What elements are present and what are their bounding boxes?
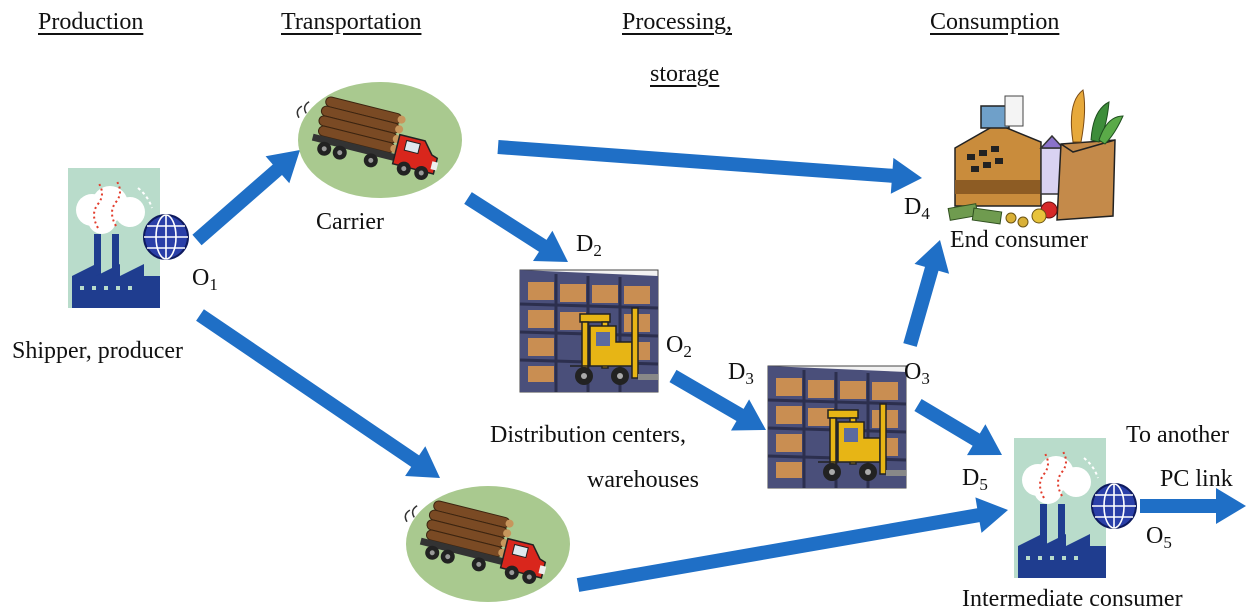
end-consumer-cash-register-icon xyxy=(947,89,1124,228)
node-o3: O3 xyxy=(904,359,930,388)
arrow-producer-to-carrier xyxy=(192,150,300,246)
to-another-label: To another xyxy=(1126,422,1229,448)
header-transportation: Transportation xyxy=(281,9,422,35)
truck-icon xyxy=(395,485,571,603)
arrow-warehouse-to-intermediate xyxy=(914,399,1002,456)
pc-link-label: PC link xyxy=(1160,466,1233,492)
node-d4: D4 xyxy=(904,194,930,223)
arrow-intermediate-to-another-link xyxy=(1140,488,1246,524)
globe-icon xyxy=(143,214,189,260)
header-processing: Processing, xyxy=(622,9,732,35)
flow-arrows xyxy=(192,140,1246,592)
arrow-warehouse-to-end-consumer xyxy=(903,240,950,347)
intermediate-globe-icon xyxy=(1091,483,1137,529)
node-d5: D5 xyxy=(962,465,988,494)
node-d2: D2 xyxy=(576,231,602,260)
header-storage: storage xyxy=(650,61,720,87)
carrier-label: Carrier xyxy=(316,209,384,235)
node-o2: O2 xyxy=(666,332,692,361)
warehouses-label: warehouses xyxy=(587,467,699,493)
shipper-producer-label: Shipper, producer xyxy=(12,338,183,364)
node-o5: O5 xyxy=(1146,523,1172,552)
end-consumer-label: End consumer xyxy=(950,227,1088,253)
node-o1: O1 xyxy=(192,265,218,294)
arrow-carrier-to-distribution xyxy=(464,192,568,262)
node-d3: D3 xyxy=(728,359,754,388)
header-consumption: Consumption xyxy=(930,9,1060,35)
distribution-centers-label: Distribution centers, xyxy=(490,422,686,448)
header-production: Production xyxy=(38,9,144,35)
distribution-center-icon xyxy=(518,268,660,394)
carrier-truck-icon xyxy=(287,81,463,199)
intermediate-consumer-label: Intermediate consumer xyxy=(962,586,1183,612)
arrow-producer-to-truck xyxy=(196,309,440,478)
warehouse-icon xyxy=(766,364,908,490)
arrow-truck-to-intermediate xyxy=(576,497,1008,592)
arrow-distribution-to-warehouse xyxy=(669,369,766,431)
arrow-carrier-to-end-consumer xyxy=(497,140,922,194)
